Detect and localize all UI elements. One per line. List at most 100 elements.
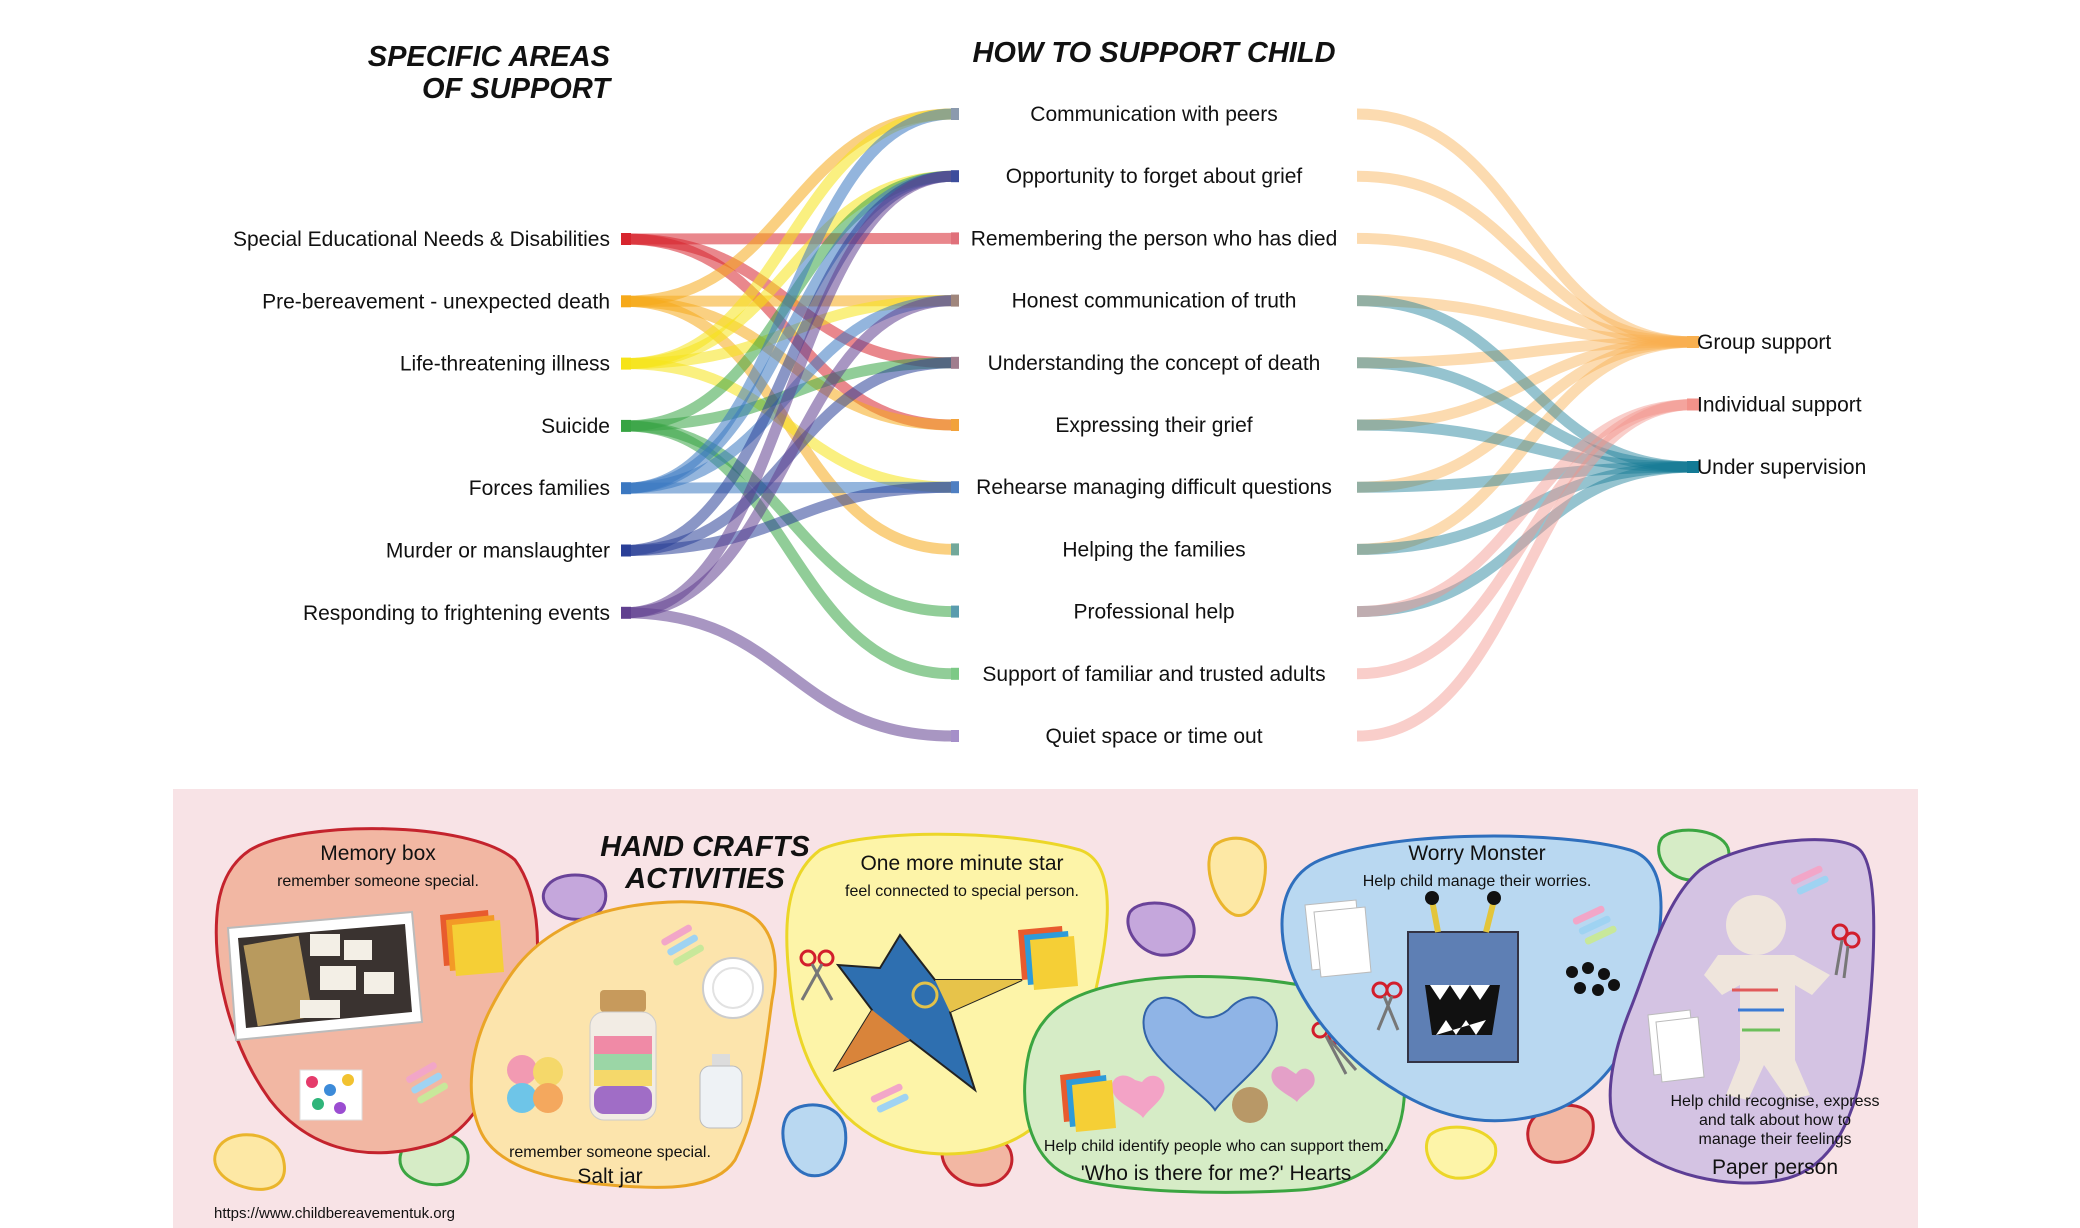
hearts-title: 'Who is there for me?' Hearts: [1081, 1162, 1352, 1185]
flow-understanding-the-concept-of-death-to-group-support: [1356, 336, 1696, 369]
scissors-icon-4: [1831, 923, 1861, 979]
paper-sheets-icon-2: [1647, 1009, 1705, 1083]
method-label-helping-the-families: Helping the families: [1062, 538, 1245, 561]
outcome-label-individual-support: Individual support: [1697, 394, 1862, 417]
paper-person-desc-line3: manage their feelings: [1699, 1131, 1852, 1148]
hearts-desc: Help child identify people who can suppo…: [1044, 1138, 1388, 1155]
outcome-node-under-supervision: [1687, 461, 1699, 473]
method-label-professional-help: Professional help: [1073, 601, 1234, 624]
heart-illustration: [1111, 996, 1315, 1123]
flow-forces-families-to-opportunity-to-forget-about-grief: [624, 170, 954, 494]
pebble-blue: [781, 1103, 848, 1178]
flow-understanding-the-concept-of-death-to-under-supervision: [1356, 357, 1696, 473]
hand-crafts-panel: Memory box remember someone special.: [173, 789, 1918, 1228]
method-outcome-flows: [1356, 108, 1696, 742]
memory-box-desc: remember someone special.: [277, 873, 479, 890]
star-illustration: [832, 933, 1023, 1093]
method-node-rehearse-managing-difficult-questions: [951, 481, 959, 494]
area-node-pre-bereavement-unexpected-death: [621, 295, 631, 308]
star-title: One more minute star: [860, 852, 1063, 875]
flow-support-of-familiar-and-trusted-adults-to-individual-support: [1356, 399, 1696, 680]
flow-life-threatening-illness-to-rehearse-managing-difficult-questions: [624, 358, 954, 493]
outcome-node-individual-support: [1687, 398, 1699, 411]
chalk-icon-3: [870, 1083, 909, 1113]
paper-person-illustration: [1704, 895, 1830, 1100]
method-label-quiet-space-or-time-out: Quiet space or time out: [1045, 725, 1262, 748]
method-label-expressing-their-grief: Expressing their grief: [1055, 414, 1252, 437]
node-labels: Special Educational Needs & Disabilities…: [233, 103, 1866, 748]
area-label-special-educational-needs-disabilities: Special Educational Needs & Disabilities: [233, 228, 610, 251]
crafts-title-line2: ACTIVITIES: [624, 863, 785, 895]
area-label-murder-or-manslaughter: Murder or manslaughter: [386, 540, 610, 563]
flow-quiet-space-or-time-out-to-individual-support: [1356, 399, 1696, 742]
area-node-murder-or-manslaughter: [621, 544, 631, 557]
area-label-suicide: Suicide: [541, 415, 610, 438]
paper-stack-icon: [440, 910, 504, 976]
scissors-icon: [799, 949, 835, 1001]
flow-responding-to-frightening-events-to-quiet-space-or-time-out: [624, 607, 954, 742]
star-desc: feel connected to special person.: [845, 883, 1079, 900]
middle-title: HOW TO SUPPORT CHILD: [972, 37, 1335, 69]
googly-eyes-icon: [1566, 962, 1620, 996]
salt-jar-illustration: [589, 990, 657, 1121]
method-node-expressing-their-grief: [951, 419, 959, 431]
flow-responding-to-frightening-events-to-opportunity-to-forget-about-grief: [624, 170, 954, 619]
area-label-forces-families: Forces families: [469, 477, 610, 500]
paper-stack-icon-2: [1018, 926, 1078, 990]
flow-opportunity-to-forget-about-grief-to-group-support: [1356, 170, 1696, 348]
chalk-icon: [406, 1062, 448, 1104]
paper-person-desc-line1: Help child recognise, express: [1671, 1093, 1880, 1110]
flow-helping-the-families-to-under-supervision: [1356, 461, 1696, 555]
area-node-life-threatening-illness: [621, 357, 631, 370]
flow-honest-communication-of-truth-to-under-supervision: [1356, 295, 1696, 473]
glass-bottle-icon: [699, 1054, 743, 1129]
area-node-special-educational-needs-disabilities: [621, 233, 631, 245]
area-method-flows: [624, 108, 954, 742]
outcome-node-group-support: [1687, 336, 1699, 348]
area-node-suicide: [621, 419, 631, 432]
flow-rehearse-managing-difficult-questions-to-under-supervision: [1356, 461, 1696, 493]
worry-monster-title: Worry Monster: [1408, 842, 1545, 865]
flow-remembering-the-person-who-has-died-to-group-support: [1356, 232, 1696, 348]
method-node-remembering-the-person-who-has-died: [951, 232, 959, 245]
flow-node-bars: [621, 108, 1699, 742]
outcome-label-under-supervision: Under supervision: [1697, 456, 1866, 479]
pebble-yellow-left: [213, 1133, 286, 1191]
paper-person-title: Paper person: [1712, 1156, 1838, 1179]
memory-box-title: Memory box: [320, 842, 436, 865]
scissors-icon-3: [1371, 981, 1403, 1031]
method-label-communication-with-peers: Communication with peers: [1030, 103, 1277, 126]
source-url: https://www.childbereavementuk.org: [214, 1205, 455, 1222]
flow-professional-help-to-individual-support: [1356, 399, 1696, 618]
flow-expressing-their-grief-to-under-supervision: [1356, 419, 1696, 473]
method-node-understanding-the-concept-of-death: [951, 356, 959, 369]
area-label-life-threatening-illness: Life-threatening illness: [400, 353, 610, 376]
chalk-icon-2: [661, 924, 704, 966]
method-node-professional-help: [951, 605, 959, 618]
method-node-quiet-space-or-time-out: [951, 730, 959, 742]
left-title-line1: SPECIFIC AREAS: [368, 41, 611, 73]
crafts-title-line1: HAND CRAFTS: [600, 831, 810, 863]
method-label-opportunity-to-forget-about-grief: Opportunity to forget about grief: [1006, 165, 1303, 188]
left-title-line2: OF SUPPORT: [422, 73, 612, 105]
worry-monster-desc: Help child manage their worries.: [1363, 873, 1592, 890]
flow-suicide-to-support-of-familiar-and-trusted-adults: [624, 420, 954, 680]
outcome-label-group-support: Group support: [1697, 331, 1831, 354]
method-node-helping-the-families: [951, 543, 959, 556]
flow-rehearse-managing-difficult-questions-to-group-support: [1356, 336, 1696, 493]
chalk-icon-5: [1790, 865, 1829, 895]
flow-expressing-their-grief-to-group-support: [1356, 336, 1696, 431]
monster-illustration: [1407, 891, 1519, 1063]
salt-jar-desc: remember someone special.: [509, 1144, 711, 1161]
area-label-pre-bereavement-unexpected-death: Pre-bereavement - unexpected death: [262, 290, 610, 313]
chalk-icon-4: [1572, 905, 1617, 945]
pebble-purple-mid: [1126, 901, 1196, 957]
method-label-rehearse-managing-difficult-questions: Rehearse managing difficult questions: [976, 476, 1332, 499]
pebble-yellow-top: [1207, 836, 1267, 917]
method-label-honest-communication-of-truth: Honest communication of truth: [1012, 290, 1297, 313]
flow-professional-help-to-under-supervision: [1356, 461, 1696, 618]
area-node-forces-families: [621, 482, 631, 495]
method-label-support-of-familiar-and-trusted-adults: Support of familiar and trusted adults: [982, 663, 1325, 686]
method-node-honest-communication-of-truth: [951, 294, 959, 307]
